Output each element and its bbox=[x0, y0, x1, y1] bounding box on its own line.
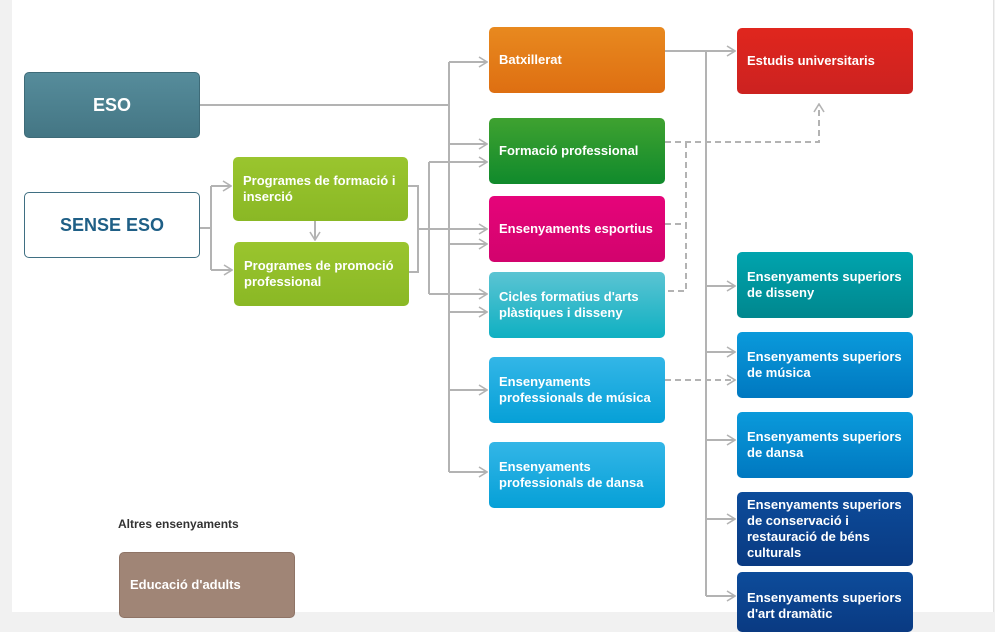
node-adults-label: Educació d'adults bbox=[130, 577, 241, 592]
others-heading: Altres ensenyaments bbox=[118, 517, 239, 531]
node-pfi-label: Programes de formació i inserció bbox=[243, 173, 396, 204]
node-sup-art-dramatic[interactable]: Ensenyaments superiors d'art dramàtic bbox=[737, 572, 913, 632]
dashed-fp-univ bbox=[665, 104, 819, 143]
node-sup-dansa-label: Ensenyaments superiors de dansa bbox=[747, 429, 902, 460]
node-sup-conservacio-label: Ensenyaments superiors de conservació i … bbox=[747, 497, 902, 560]
node-batxillerat[interactable]: Batxillerat bbox=[489, 27, 665, 93]
node-prof-dansa-label: Ensenyaments professionals de dansa bbox=[499, 459, 644, 490]
connector-sense-eso bbox=[200, 186, 212, 270]
node-esportius-label: Ensenyaments esportius bbox=[499, 221, 653, 236]
node-formacio-professional[interactable]: Formació professional bbox=[489, 118, 665, 184]
dashed-cicles-esp bbox=[665, 142, 687, 292]
node-sup-dansa[interactable]: Ensenyaments superiors de dansa bbox=[737, 412, 913, 478]
node-sup-conservacio[interactable]: Ensenyaments superiors de conservació i … bbox=[737, 492, 913, 566]
node-ppp[interactable]: Programes de promoció professional bbox=[234, 242, 409, 306]
node-sup-musica[interactable]: Ensenyaments superiors de música bbox=[737, 332, 913, 398]
node-univ-label: Estudis universitaris bbox=[747, 53, 875, 68]
node-eso-label: ESO bbox=[92, 95, 131, 115]
node-cicles-arts[interactable]: Cicles formatius d'arts plàstiques i dis… bbox=[489, 272, 665, 338]
node-sup-disseny-label: Ensenyaments superiors de disseny bbox=[747, 269, 902, 300]
node-sup-dramatic-label: Ensenyaments superiors d'art dramàtic bbox=[747, 590, 902, 621]
node-ppp-label: Programes de promoció professional bbox=[244, 258, 394, 289]
node-prof-musica-label: Ensenyaments professionals de música bbox=[499, 374, 651, 405]
node-prof-musica[interactable]: Ensenyaments professionals de música bbox=[489, 357, 665, 423]
node-fp-label: Formació professional bbox=[499, 143, 639, 158]
connectors bbox=[200, 0, 995, 612]
node-eso[interactable]: ESO bbox=[24, 72, 200, 138]
node-batxillerat-label: Batxillerat bbox=[499, 52, 562, 67]
node-sense-eso-label: SENSE ESO bbox=[59, 215, 165, 235]
node-sup-musica-label: Ensenyaments superiors de música bbox=[747, 349, 902, 380]
node-prof-dansa[interactable]: Ensenyaments professionals de dansa bbox=[489, 442, 665, 508]
node-estudis-universitaris[interactable]: Estudis universitaris bbox=[737, 28, 913, 94]
node-pfi[interactable]: Programes de formació i inserció bbox=[233, 157, 408, 221]
node-sup-disseny[interactable]: Ensenyaments superiors de disseny bbox=[737, 252, 913, 318]
node-sense-eso[interactable]: SENSE ESO bbox=[24, 192, 200, 258]
node-educacio-adults[interactable]: Educació d'adults bbox=[119, 552, 295, 618]
node-ensenyaments-esportius[interactable]: Ensenyaments esportius bbox=[489, 196, 665, 262]
node-cicles-label: Cicles formatius d'arts plàstiques i dis… bbox=[499, 289, 639, 320]
